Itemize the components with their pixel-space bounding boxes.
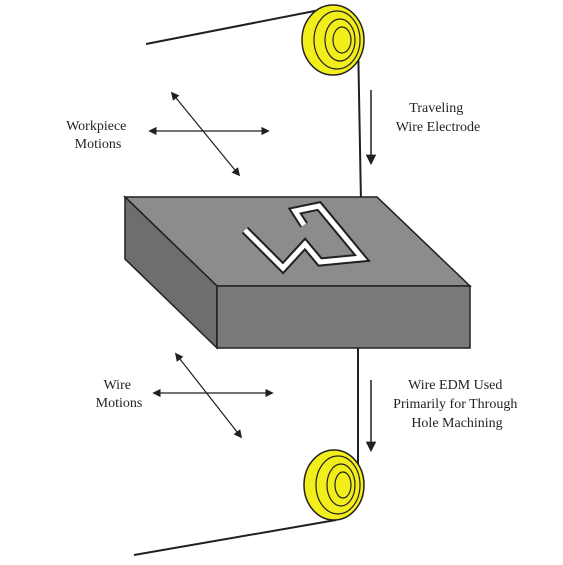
workpiece-motions-label: Workpiece Motions xyxy=(66,119,130,152)
top-spool-icon xyxy=(301,4,365,76)
workpiece-front-face xyxy=(216,285,471,349)
top-feed-wire xyxy=(145,7,331,45)
bottom-spool-icon xyxy=(303,449,365,521)
bottom-feed-wire xyxy=(133,519,337,556)
wire-edm-note-label: Wire EDM Used Primarily for Through Hole… xyxy=(393,378,521,431)
traveling-wire-label: Traveling Wire Electrode xyxy=(396,101,481,135)
wire-motion-arrows-icon xyxy=(152,352,274,439)
wire-motions-label: Wire Motions xyxy=(96,378,143,411)
workpiece-motion-arrows-icon xyxy=(148,91,270,177)
workpiece-block xyxy=(123,195,472,350)
cut-slot xyxy=(241,201,371,275)
